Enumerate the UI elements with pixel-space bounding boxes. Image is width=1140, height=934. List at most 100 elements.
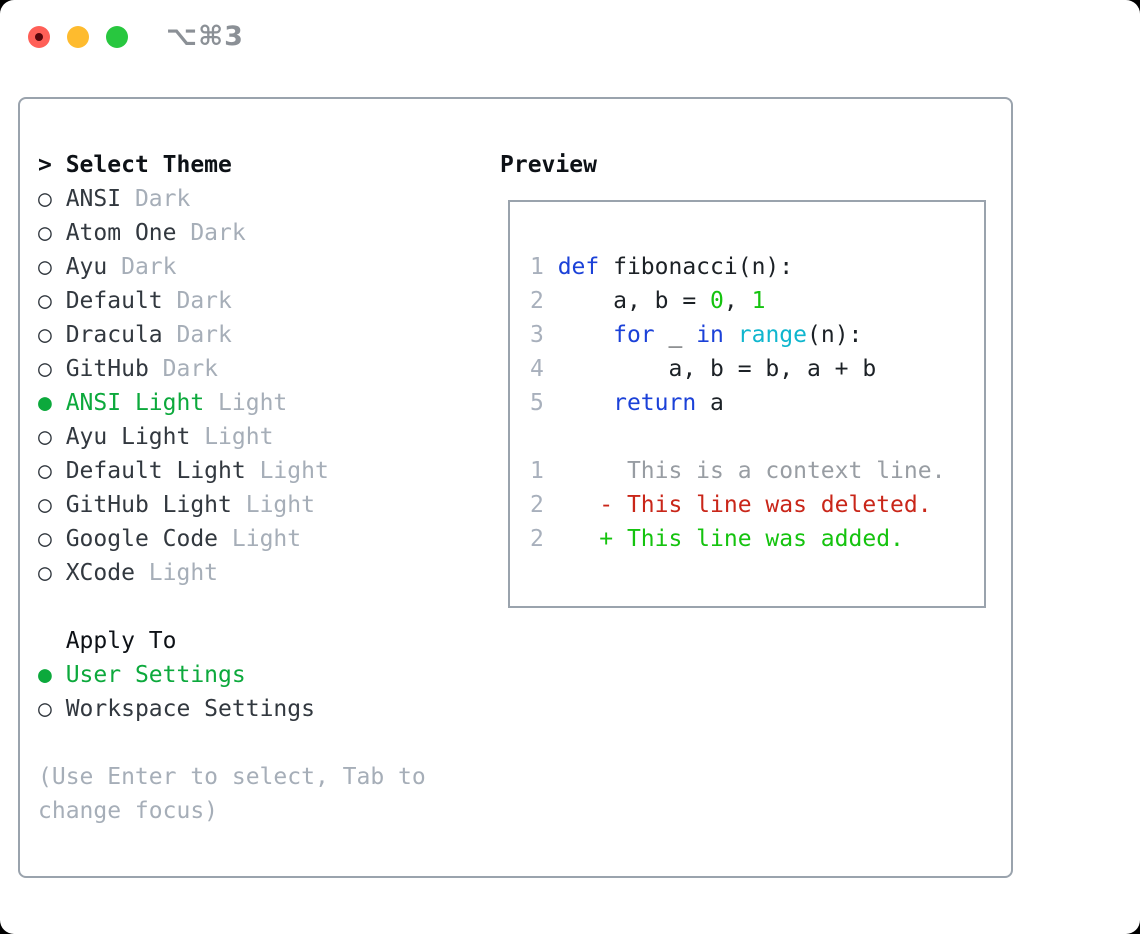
code-line: 1 This is a context line. xyxy=(530,454,945,488)
code-segment: def xyxy=(557,254,600,280)
theme-name: GitHub Light xyxy=(65,492,246,518)
code-segment xyxy=(558,492,600,518)
code-line: 3 for _ in range(n): xyxy=(530,318,945,352)
apply-to-label: User Settings xyxy=(65,662,246,688)
radio-icon: ○ xyxy=(38,288,66,314)
radio-icon: ○ xyxy=(38,526,66,552)
theme-variant: Light xyxy=(148,560,219,586)
theme-name: XCode xyxy=(65,560,149,586)
code-segment: _ xyxy=(654,322,697,348)
theme-name: Atom One xyxy=(65,220,191,246)
code-line: 2 a, b = 0, 1 xyxy=(530,284,945,318)
theme-name: ANSI Light xyxy=(65,390,219,416)
theme-name: Default xyxy=(65,288,177,314)
radio-selected-icon: ● xyxy=(38,662,66,688)
code-segment: 1 xyxy=(751,288,766,314)
radio-icon: ○ xyxy=(38,254,66,280)
spacer-row xyxy=(38,590,426,624)
radio-icon: ○ xyxy=(38,220,66,246)
theme-name: Google Code xyxy=(65,526,232,552)
theme-option[interactable]: ○ Ayu Light Light xyxy=(38,420,426,454)
theme-name: ANSI xyxy=(65,186,135,212)
theme-selector-list: > Select Theme○ ANSI Dark○ Atom One Dark… xyxy=(38,148,426,828)
code-line: 4 a, b = b, a + b xyxy=(530,352,945,386)
line-number: 2 xyxy=(530,288,558,314)
theme-option[interactable]: ○ GitHub Light Light xyxy=(38,488,426,522)
theme-option[interactable]: ○ Google Code Light xyxy=(38,522,426,556)
minimize-button[interactable] xyxy=(67,26,89,48)
window-shortcut-label: ⌥⌘3 xyxy=(166,21,244,52)
code-line: 2 + This line was added. xyxy=(530,522,945,556)
theme-option[interactable]: ○ GitHub Dark xyxy=(38,352,426,386)
code-segment: + This line was added. xyxy=(599,526,904,552)
line-number: 4 xyxy=(530,356,558,382)
theme-option[interactable]: ○ XCode Light xyxy=(38,556,426,590)
spacer-row xyxy=(38,726,426,760)
theme-option[interactable]: ○ Atom One Dark xyxy=(38,216,426,250)
line-number: 1 xyxy=(530,254,558,280)
code-segment xyxy=(558,322,613,348)
theme-variant: Dark xyxy=(190,220,246,246)
theme-option[interactable]: ○ Dracula Dark xyxy=(38,318,426,352)
apply-to-option[interactable]: ○ Workspace Settings xyxy=(38,692,426,726)
code-segment: a xyxy=(696,390,724,416)
theme-option[interactable]: ○ ANSI Dark xyxy=(38,182,426,216)
code-segment: 0 xyxy=(710,288,724,314)
code-line: 5 return a xyxy=(530,386,945,420)
code-segment xyxy=(558,526,600,552)
theme-name: Ayu Light xyxy=(65,424,205,450)
theme-variant: Light xyxy=(231,526,302,552)
line-number: 3 xyxy=(530,322,558,348)
theme-option[interactable]: ● ANSI Light Light xyxy=(38,386,426,420)
code-segment: in xyxy=(696,322,724,348)
code-segment: range xyxy=(737,322,807,348)
line-number: 5 xyxy=(530,390,558,416)
theme-name: Dracula xyxy=(65,322,177,348)
theme-variant: Dark xyxy=(134,186,191,212)
code-line xyxy=(530,420,945,454)
code-segment: This is a context line. xyxy=(557,458,946,484)
preview-heading: Preview xyxy=(500,152,597,178)
code-segment: for xyxy=(613,322,655,348)
apply-to-title: Apply To xyxy=(38,628,177,654)
apply-to-option[interactable]: ● User Settings xyxy=(38,658,426,692)
theme-variant: Light xyxy=(218,390,288,416)
code-segment: - This line was deleted. xyxy=(599,492,932,518)
zoom-button[interactable] xyxy=(106,26,128,48)
theme-variant: Light xyxy=(204,424,274,450)
radio-icon: ○ xyxy=(38,356,66,382)
theme-variant: Dark xyxy=(162,356,219,382)
code-segment: (n): xyxy=(807,322,863,348)
code-line: 1 def fibonacci(n): xyxy=(530,250,945,284)
code-segment xyxy=(558,390,613,416)
close-button[interactable] xyxy=(28,26,50,48)
close-button-dot xyxy=(35,33,43,41)
theme-option[interactable]: ○ Default Dark xyxy=(38,284,426,318)
theme-variant: Light xyxy=(245,492,315,518)
hint-text: change focus) xyxy=(38,798,219,824)
select-theme-title: Select Theme xyxy=(65,152,232,178)
code-segment: fibonacci(n): xyxy=(599,254,794,280)
code-segment: a, b = b, a + b xyxy=(557,356,877,382)
theme-option[interactable]: ○ Default Light Light xyxy=(38,454,426,488)
theme-variant: Dark xyxy=(121,254,177,280)
theme-name: Ayu xyxy=(65,254,122,280)
theme-variant: Light xyxy=(259,458,329,484)
theme-option[interactable]: ○ Ayu Dark xyxy=(38,250,426,284)
line-number: 2 xyxy=(530,492,558,518)
select-theme-header: > Select Theme xyxy=(38,148,426,182)
prompt-icon: > xyxy=(38,152,66,178)
theme-name: GitHub xyxy=(65,356,163,382)
code-segment: a, b = xyxy=(557,288,711,314)
code-segment xyxy=(724,322,738,348)
theme-name: Default Light xyxy=(65,458,260,484)
radio-icon: ○ xyxy=(38,458,66,484)
radio-icon: ○ xyxy=(38,424,66,450)
code-segment: , xyxy=(723,288,752,314)
radio-icon: ○ xyxy=(38,560,66,586)
theme-variant: Dark xyxy=(176,288,232,314)
keyboard-hint: (Use Enter to select, Tab to xyxy=(38,760,426,794)
